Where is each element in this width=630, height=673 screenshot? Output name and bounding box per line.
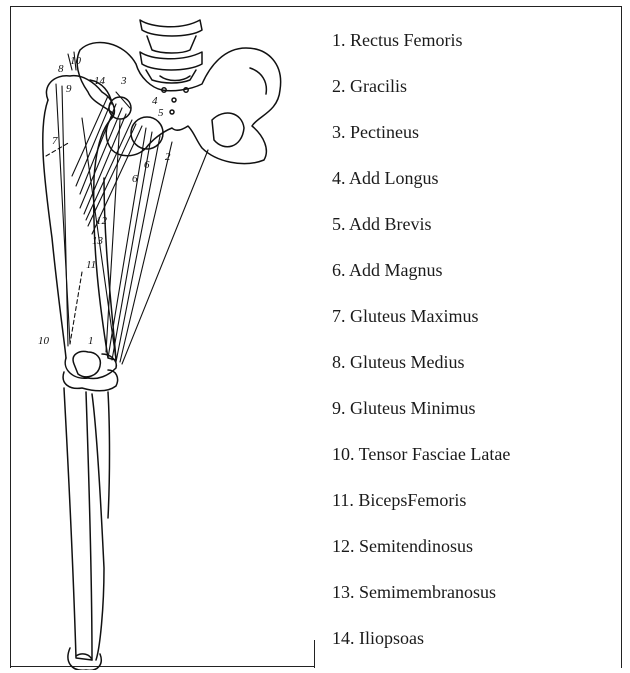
legend-item-pectineus: 3. Pectineus [332,122,419,143]
tibia-fibula [64,388,110,670]
label-8: 8 [58,63,64,75]
label-3: 3 [120,75,127,87]
label-11: 11 [86,259,96,271]
legend-item-biceps-femoris: 11. BicepsFemoris [332,490,466,511]
legend-item-iliopsoas: 14. Iliopsoas [332,628,424,649]
femur [43,76,131,379]
pelvis [77,42,280,163]
label-10-bottom: 10 [38,335,50,347]
legend-item-add-brevis: 5. Add Brevis [332,214,432,235]
label-2: 2 [165,151,171,163]
legend-item-semitendinosus: 12. Semitendinosus [332,536,473,557]
frame-divider [314,640,315,668]
label-10-top: 10 [70,55,82,67]
legend-item-gluteus-maximus: 7. Gluteus Maximus [332,306,479,327]
label-4: 4 [152,95,158,107]
legend-item-semimembranosus: 13. Semimembranosus [332,582,496,603]
label-7: 7 [52,135,58,147]
legend-item-gracilis: 2. Gracilis [332,76,407,97]
knee [63,352,117,391]
legend-item-gluteus-minimus: 9. Gluteus Minimus [332,398,476,419]
legend-item-rectus-femoris: 1. Rectus Femoris [332,30,463,51]
label-12: 12 [96,215,108,227]
legend-item-tensor-fasciae-latae: 10. Tensor Fasciae Latae [332,444,510,465]
label-6-upper: 6 [144,159,150,171]
label-9: 9 [66,83,72,95]
label-14: 14 [94,75,106,87]
label-13: 13 [92,235,104,247]
legend-item-add-magnus: 6. Add Magnus [332,260,443,281]
label-6-lower: 6 [132,173,138,185]
label-5: 5 [158,107,164,119]
leg-anatomy-diagram: 8 10 9 14 3 4 5 7 6 6 2 12 13 11 10 1 [12,8,312,670]
label-1: 1 [88,335,94,347]
legend-item-gluteus-medius: 8. Gluteus Medius [332,352,465,373]
lumbar-vertebrae [140,20,202,83]
legend-item-add-longus: 4. Add Longus [332,168,439,189]
